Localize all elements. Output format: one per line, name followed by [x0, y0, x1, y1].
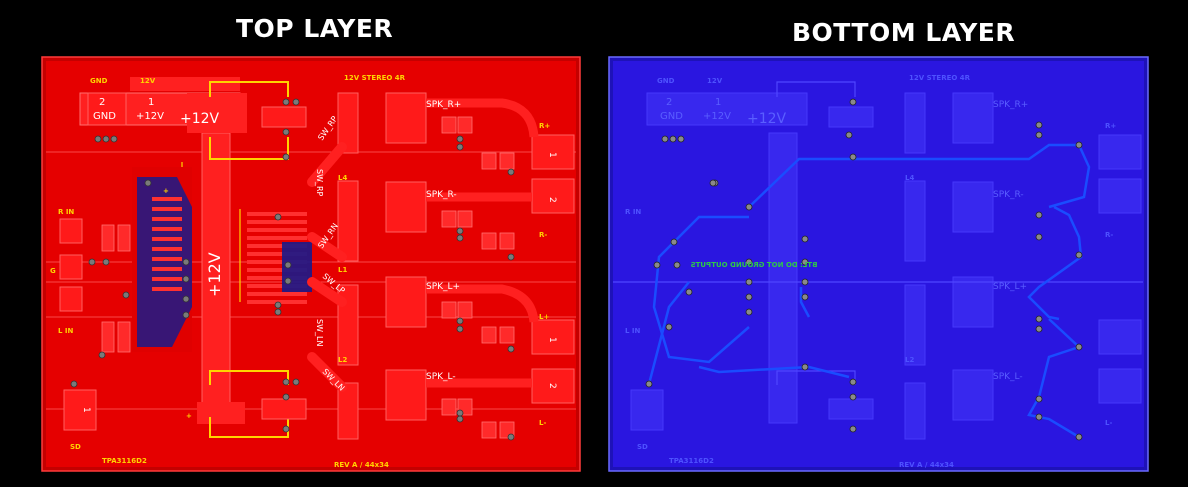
bsilk-chip: TPA3116D2 [669, 457, 714, 465]
bsilk-spk-lp: SPK_L+ [993, 282, 1027, 292]
bottom-copper-pour [613, 61, 1144, 467]
bsilk-pin1: 1 [715, 97, 721, 108]
silk-r-minus: R- [539, 231, 547, 239]
silk-big-p12v: +12V [180, 111, 220, 127]
silk-sw-rp-b: SW_RP [315, 169, 324, 197]
silk-l-plus: L+ [539, 313, 549, 321]
silk-l-in: L IN [58, 327, 74, 335]
bsilk-p12v: +12V [703, 111, 731, 122]
bsilk-l-minus: L- [1105, 419, 1112, 427]
silk-r-plus: R+ [539, 122, 550, 130]
bsilk-r-in: R IN [625, 208, 641, 216]
bsilk-l-in: L IN [625, 327, 641, 335]
bsilk-gnd-header: GND [657, 77, 675, 85]
silk-r-in: R IN [58, 208, 74, 216]
silk-chip: TPA3116D2 [102, 457, 147, 465]
silk-rev: REV A / 44x34 [334, 461, 389, 469]
bsilk-12v-header: 12V [707, 77, 723, 85]
silk-l1: L1 [338, 266, 347, 274]
silk-pin1: 1 [148, 97, 154, 108]
bsilk-spk-rn: SPK_R- [993, 190, 1024, 200]
silk-vert-p12v: +12V [205, 252, 224, 297]
silk-c1-l: 1 [547, 337, 557, 343]
silk-spk-ln: SPK_L- [426, 372, 456, 382]
silk-sw-ln-a: SW_LN [315, 319, 324, 346]
bsilk-r-plus: R+ [1105, 122, 1116, 130]
silk-sd: SD [70, 443, 81, 451]
silk-12v-header: 12V [140, 77, 156, 85]
silk-stereo: 12V STEREO 4R [344, 74, 406, 82]
silk-p12v: +12V [136, 111, 164, 122]
silk-c1-r: 1 [547, 152, 557, 158]
silk-l2: L2 [338, 356, 347, 364]
silk-spk-rp: SPK_R+ [426, 100, 461, 110]
top-layer-board: GND 12V 12V STEREO 4R R+ R- L+ L- R IN G… [41, 56, 581, 472]
silk-c1-sd: 1 [81, 407, 91, 413]
bsilk-l4: L4 [905, 174, 914, 182]
bsilk-l2: L2 [905, 356, 914, 364]
silk-c2-l: 2 [547, 383, 557, 389]
bsilk-gnd: GND [660, 111, 683, 122]
silk-l4: L4 [338, 174, 347, 182]
bsilk-rev: REV A / 44x34 [899, 461, 954, 469]
bottom-layer-title: BOTTOM LAYER [792, 18, 1016, 47]
silk-spk-lp: SPK_L+ [426, 282, 460, 292]
bottom-layer-board: GND 12V 12V STEREO 4R R IN L IN TPA3116D… [608, 56, 1149, 472]
silk-spk-rn: SPK_R- [426, 190, 457, 200]
bsilk-pin2: 2 [666, 97, 672, 108]
silk-c2-r: 2 [547, 197, 557, 203]
bsilk-big-p12v: +12V [747, 111, 787, 127]
power-plane-vertical [201, 132, 231, 424]
silk-gnd-header: GND [90, 77, 108, 85]
bsilk-spk-ln: SPK_L- [993, 372, 1023, 382]
silk-plus-top: + [163, 187, 169, 195]
silk-plus-bottom: + [186, 412, 192, 420]
btl-warning-note: BTL: DO NOT GROUND OUTPUTS [691, 261, 818, 269]
top-layer-title: TOP LAYER [236, 14, 394, 43]
silk-pin2: 2 [99, 97, 105, 108]
bsilk-sd: SD [637, 443, 648, 451]
silk-g: G [50, 267, 56, 275]
bsilk-spk-rp: SPK_R+ [993, 100, 1028, 110]
bsilk-r-minus: R- [1105, 231, 1113, 239]
bsilk-stereo: 12V STEREO 4R [909, 74, 971, 82]
silk-gnd: GND [93, 111, 116, 122]
silk-l-minus: L- [539, 419, 546, 427]
